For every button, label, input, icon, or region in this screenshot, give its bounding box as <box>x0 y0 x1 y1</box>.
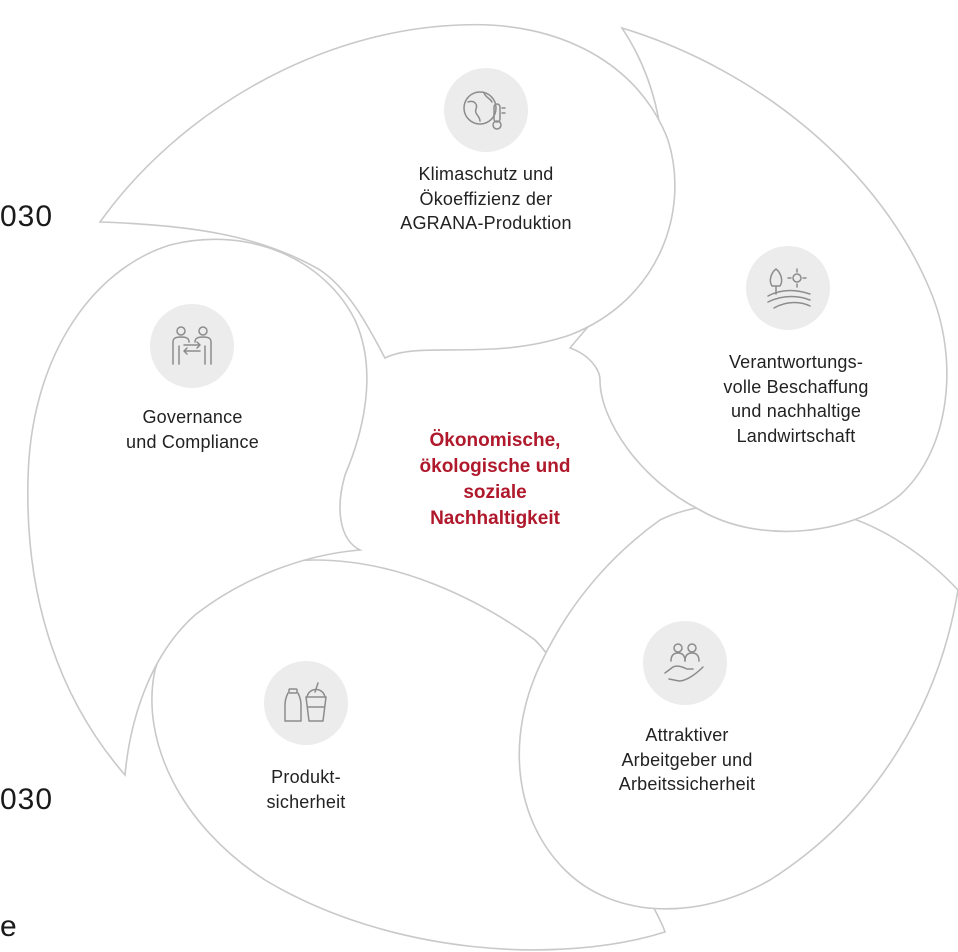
petal-employer <box>518 502 958 910</box>
label-sourcing: Verantwortungs- volle Beschaffung und na… <box>723 352 869 446</box>
globe-thermometer-icon <box>463 91 506 130</box>
center-label: Ökonomische, ökologische und soziale Nac… <box>419 430 571 529</box>
text-fragment-bottom: 030 <box>0 783 54 816</box>
text-fragment-letter: e <box>0 910 18 943</box>
text-fragment-top: 030 <box>0 200 54 233</box>
people-exchange-icon <box>172 326 212 365</box>
icon-circle-governance <box>150 304 234 388</box>
petal-climate <box>98 23 676 360</box>
bottle-cup-icon <box>284 682 327 722</box>
icon-circle-climate <box>444 68 528 152</box>
people-hand-icon <box>664 643 704 682</box>
petal-governance <box>27 238 368 777</box>
label-governance: Governance und Compliance <box>126 407 259 452</box>
icon-circle-sourcing <box>746 246 830 330</box>
label-climate: Klimaschutz und Ökoeffizienz der AGRANA-… <box>400 164 572 233</box>
label-employer: Attraktiver Arbeitgeber und Arbeitssiche… <box>618 725 756 794</box>
icon-circle-employer <box>643 621 727 705</box>
field-sun-plant-icon <box>767 268 811 309</box>
label-product: Produkt- sicherheit <box>266 767 346 812</box>
